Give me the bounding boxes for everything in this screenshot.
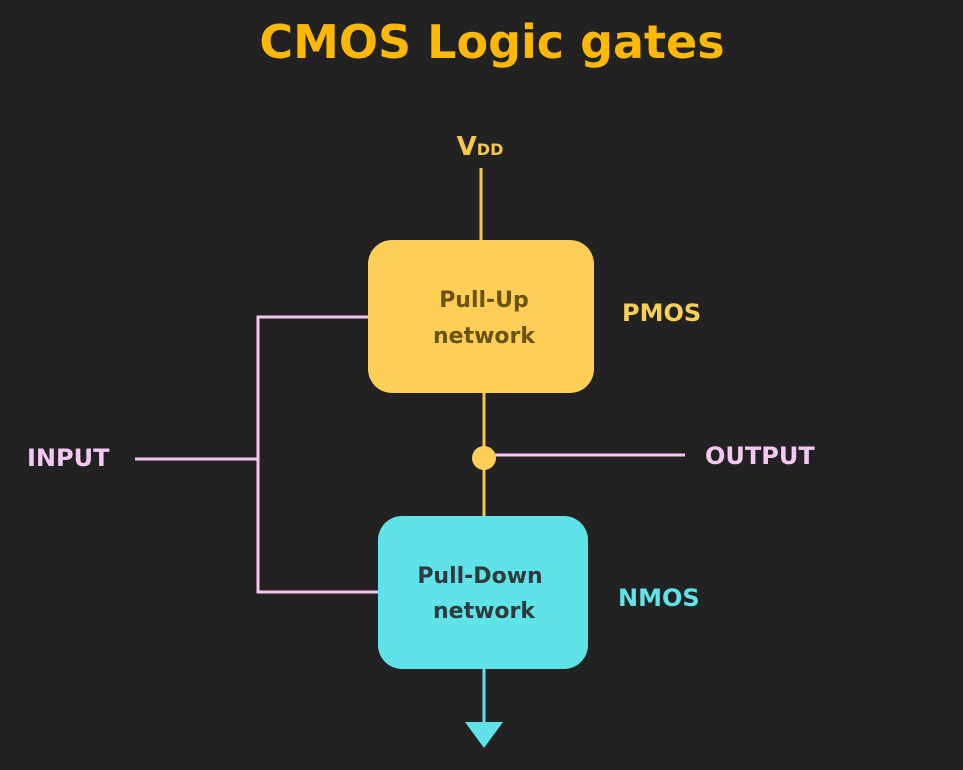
vdd-label: VDD xyxy=(457,132,504,162)
pull-down-line2: network xyxy=(433,599,536,624)
pull-up-line1: Pull-Up xyxy=(439,288,529,313)
input-label: INPUT xyxy=(27,444,110,472)
pull-up-line2: network xyxy=(433,324,536,349)
output-node-dot xyxy=(472,446,496,470)
ground-arrow-icon xyxy=(465,722,503,748)
pull-down-line1: Pull-Down xyxy=(417,564,542,589)
nmos-label: NMOS xyxy=(618,584,700,612)
vdd-main: V xyxy=(457,132,477,162)
pull-down-network-box xyxy=(378,516,588,669)
pmos-label: PMOS xyxy=(622,299,701,327)
input-bus-wire xyxy=(256,315,380,594)
pull-up-network-box xyxy=(368,240,594,393)
output-label: OUTPUT xyxy=(705,442,815,470)
vdd-subscript: DD xyxy=(477,140,504,159)
diagram-title: CMOS Logic gates xyxy=(259,15,724,69)
